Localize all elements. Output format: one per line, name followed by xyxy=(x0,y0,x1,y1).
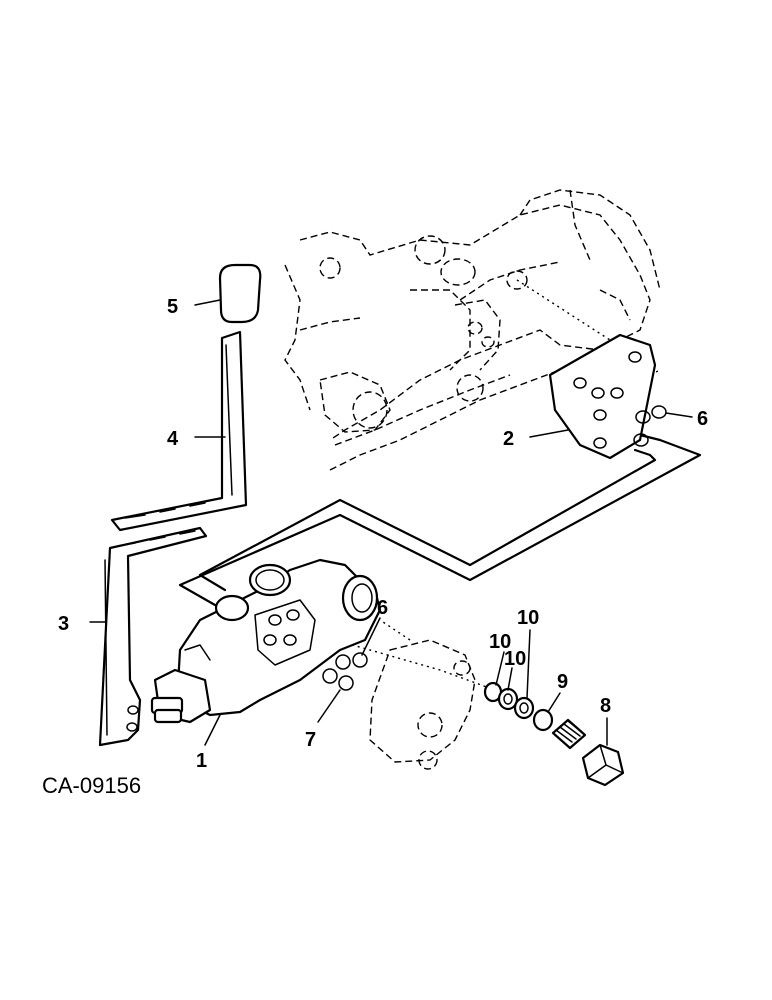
part-pedal-pad xyxy=(218,263,262,324)
callout-8: 8 xyxy=(600,695,611,717)
hydraulic-tube xyxy=(178,433,702,607)
part-shims xyxy=(483,681,535,720)
leader-lines xyxy=(89,299,693,746)
callout-6-valve: 6 xyxy=(377,597,388,619)
callout-2: 2 xyxy=(503,428,514,450)
callout-1: 1 xyxy=(196,750,207,772)
part-o-rings-valve xyxy=(322,652,368,691)
part-o-rings-plate xyxy=(633,405,667,447)
callout-4: 4 xyxy=(167,428,179,450)
callout-10-middle: 10 xyxy=(504,648,526,670)
background-housing-outline xyxy=(284,189,661,471)
callout-5: 5 xyxy=(167,296,178,318)
callout-7: 7 xyxy=(305,729,316,751)
callout-3: 3 xyxy=(58,613,69,635)
part-bracket xyxy=(98,526,208,747)
figure-reference-code: CA-09156 xyxy=(42,773,141,798)
callout-labels: 5 4 3 1 2 6 6 7 8 9 10 10 10 xyxy=(58,296,708,772)
part-spring xyxy=(532,708,587,750)
part-pedal-arm xyxy=(110,330,248,532)
part-control-valve xyxy=(150,558,382,724)
callout-9: 9 xyxy=(557,671,568,693)
part-plug xyxy=(581,743,625,787)
callout-6-plate: 6 xyxy=(697,408,708,430)
callout-10-upper: 10 xyxy=(517,607,539,629)
callout-10-left: 10 xyxy=(489,631,511,653)
part-relief-valve-body xyxy=(369,639,476,770)
part-mounting-plate xyxy=(548,333,657,460)
